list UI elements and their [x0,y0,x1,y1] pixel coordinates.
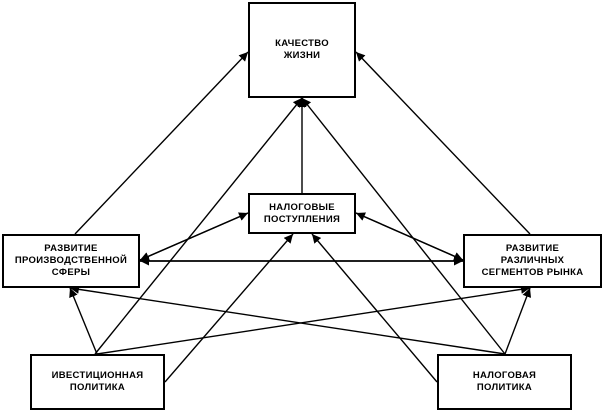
quality-of-life-label: КАЧЕСТВО ЖИЗНИ [275,38,329,61]
arrow-taxpol-to-market [504,287,532,355]
arrow-market-to-quality [355,51,531,235]
arrow-invest-to-market [96,284,531,355]
arrow-invest-to-tax_rev [164,233,294,383]
arrow-invest-to-prod [69,287,98,355]
arrow-tax_rev-to-market [355,212,464,261]
investment-policy-label: ИВЕСТИЦИОННАЯ ПОЛИТИКА [51,370,144,393]
tax-revenues-box: НАЛОГОВЫЕ ПОСТУПЛЕНИЯ [248,193,356,234]
arrow-taxpol-to-prod [69,284,506,355]
arrow-prod-to-quality [74,51,249,235]
market-segments-box: РАЗВИТИЕ РАЗЛИЧНЫХ СЕГМЕНТОВ РЫНКА [463,234,602,288]
arrow-tax_rev-to-prod [139,212,249,261]
quality-of-life-box: КАЧЕСТВО ЖИЗНИ [248,2,356,98]
arrow-taxpol-to-quality [301,97,506,355]
tax-revenues-label: НАЛОГОВЫЕ ПОСТУПЛЕНИЯ [263,201,341,225]
tax-policy-label: НАЛОГОВАЯ ПОЛИТИКА [472,370,537,393]
production-sphere-label: РАЗВИТИЕ ПРОИЗВОДСТВЕННОЙ СФЕРЫ [14,243,128,278]
arrow-taxpol-to-tax_rev [311,233,438,383]
investment-policy-box: ИВЕСТИЦИОННАЯ ПОЛИТИКА [30,354,165,410]
arrow-invest-to-quality [94,97,303,355]
market-segments-label: РАЗВИТИЕ РАЗЛИЧНЫХ СЕГМЕНТОВ РЫНКА [481,243,584,278]
production-sphere-box: РАЗВИТИЕ ПРОИЗВОДСТВЕННОЙ СФЕРЫ [2,234,140,288]
tax-policy-box: НАЛОГОВАЯ ПОЛИТИКА [437,354,572,410]
